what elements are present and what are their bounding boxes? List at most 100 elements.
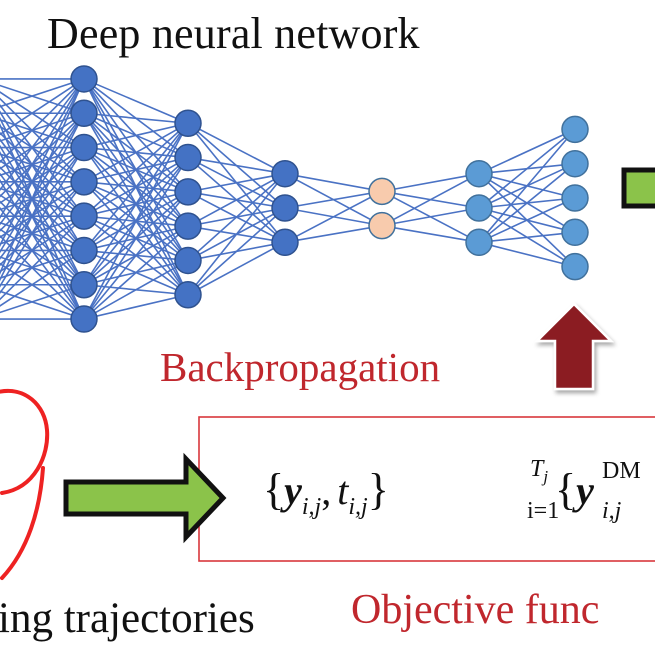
formula-t-subscript: i,j — [348, 494, 368, 520]
neuron-node-output — [561, 252, 589, 281]
network-edge — [83, 122, 189, 183]
formula2-open-brace: { — [555, 465, 577, 514]
neuron-node-hidden-2 — [174, 178, 202, 206]
neuron-node-output — [561, 115, 589, 144]
formula2-y-symbol: y — [576, 468, 594, 513]
formula-dm-target: {y DM i,j — [555, 458, 641, 524]
neuron-node-hidden-2 — [174, 143, 202, 172]
neuron-node-hidden-1 — [70, 133, 98, 162]
formula-observations: {yi,j,ti,j} Tj i=1 — [263, 456, 559, 524]
network-edge — [381, 224, 480, 244]
network-edge — [478, 241, 576, 268]
network-edge — [0, 78, 85, 275]
network-edge — [381, 207, 480, 227]
formula-t-symbol: t — [337, 468, 349, 513]
network-edge — [83, 122, 189, 320]
objective-function-label: Objective func — [351, 587, 600, 633]
network-edge — [478, 163, 576, 243]
trajectory-curve — [0, 466, 45, 580]
network-edge — [83, 157, 189, 320]
data-flow-arrow — [63, 452, 227, 544]
formula-index-range: i=1 — [527, 498, 560, 524]
network-edge — [0, 181, 85, 294]
network-edge — [0, 283, 85, 314]
neuron-node-hidden-2 — [174, 246, 202, 275]
network-edge — [381, 172, 480, 227]
network-edge — [0, 78, 85, 247]
network-edge — [381, 172, 480, 193]
network-edge — [0, 215, 85, 301]
network-nodes — [70, 65, 589, 333]
neuron-node-output — [561, 149, 589, 178]
network-edge — [187, 207, 286, 296]
network-edge — [0, 78, 85, 136]
neuron-node-hidden-5 — [465, 228, 493, 257]
network-edge — [284, 172, 383, 193]
network-edge — [83, 191, 189, 320]
neuron-node-hidden-1 — [70, 271, 98, 299]
neuron-node-hidden-2 — [174, 109, 202, 137]
network-edge — [478, 128, 576, 209]
formula-y-subscript: i,j — [301, 494, 322, 520]
neuron-node-hidden-3 — [271, 194, 299, 222]
network-edge — [284, 190, 383, 209]
network-edge — [83, 78, 189, 124]
network-edge — [0, 112, 85, 282]
backpropagation-label: Backpropagation — [160, 344, 441, 390]
network-edge — [478, 128, 576, 243]
neuron-node-hidden-1 — [70, 65, 98, 93]
formula2-subscript: i,j — [602, 498, 622, 524]
network-edge — [478, 197, 576, 244]
neuron-node-hidden-5 — [465, 194, 493, 222]
network-edge — [0, 78, 85, 164]
neuron-node-hidden-2 — [174, 212, 202, 240]
neuron-node-latent — [368, 177, 396, 206]
neuron-node-output — [561, 184, 589, 212]
formula-comma: , — [321, 468, 332, 513]
formula-superscript: Tj — [530, 456, 549, 486]
neuron-node-hidden-1 — [70, 99, 98, 127]
network-edge — [0, 249, 85, 307]
network-edge — [187, 241, 286, 296]
network-edge — [83, 293, 189, 320]
neuron-node-hidden-3 — [271, 159, 299, 188]
network-edge — [0, 147, 85, 288]
network-title: Deep neural network — [47, 9, 420, 58]
network-edge — [284, 224, 383, 244]
network-edge — [83, 225, 189, 320]
training-trajectories-label: ing trajectories — [0, 595, 255, 642]
neuron-node-hidden-1 — [70, 202, 98, 230]
network-edge — [284, 190, 383, 244]
neuron-node-latent — [368, 211, 396, 240]
network-edge — [187, 173, 286, 262]
network-edge — [83, 122, 189, 251]
network-output-arrow — [621, 167, 655, 209]
network-edge — [0, 78, 85, 192]
neuron-node-hidden-3 — [271, 228, 299, 257]
neuron-node-hidden-1 — [70, 168, 98, 196]
neuron-node-hidden-2 — [174, 281, 202, 309]
formula-close-brace: } — [367, 465, 389, 514]
neuron-node-hidden-5 — [465, 159, 493, 188]
network-edge — [83, 122, 189, 149]
backpropagation-arrow — [533, 302, 615, 391]
network-edge — [0, 78, 85, 220]
neuron-node-hidden-1 — [70, 236, 98, 265]
network-edge — [83, 259, 189, 320]
formula-y-symbol: y — [284, 468, 302, 513]
network-edge — [83, 112, 189, 125]
network-edge — [187, 173, 286, 296]
trajectory-curve — [0, 388, 50, 495]
neuron-node-hidden-1 — [70, 305, 98, 333]
neuron-node-output — [561, 218, 589, 247]
network-edge — [187, 122, 286, 175]
network-edge — [83, 122, 189, 217]
training-trajectory-sketch — [0, 388, 50, 580]
formula-open-brace: { — [263, 465, 285, 514]
network-edge — [187, 172, 286, 193]
network-edge — [478, 231, 576, 244]
formula2-superscript: DM — [602, 458, 641, 484]
network-edges — [0, 78, 576, 320]
network-edge — [83, 122, 189, 286]
